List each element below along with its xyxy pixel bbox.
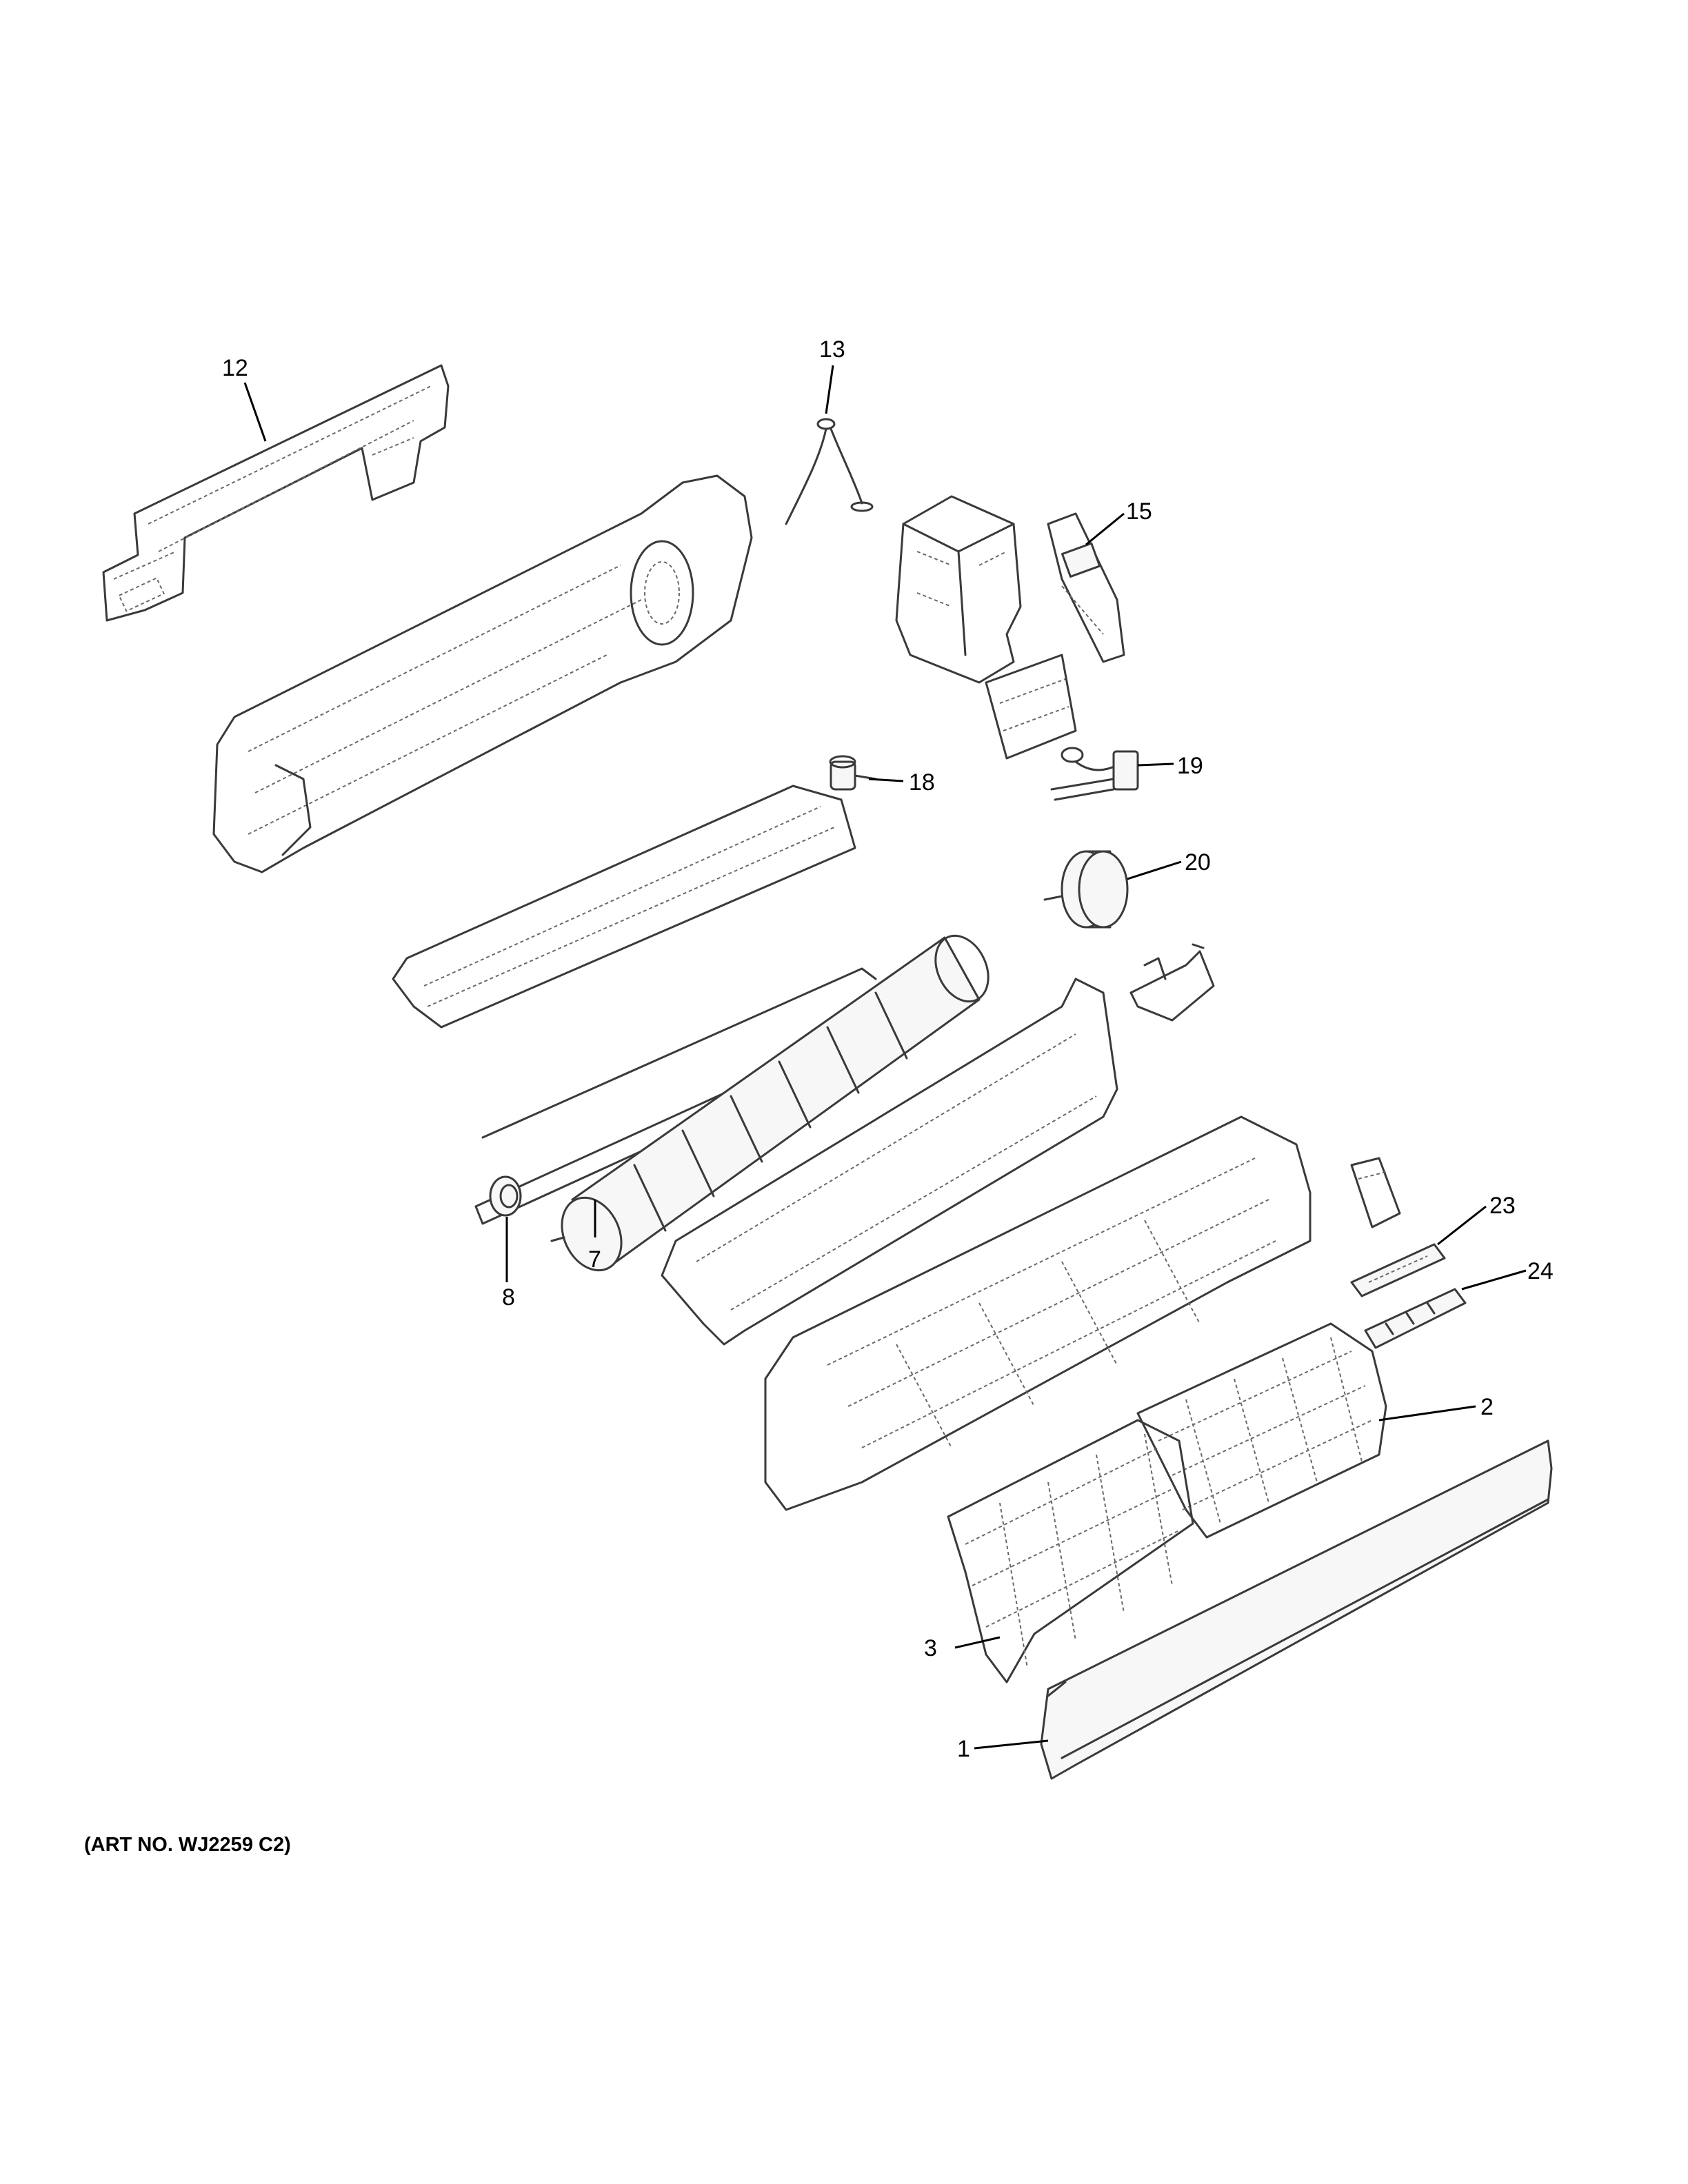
callout-19: 19 bbox=[1177, 753, 1203, 779]
part-13-thermistor bbox=[785, 418, 874, 525]
part-19-wire-harness bbox=[1050, 747, 1139, 801]
part-front-frame bbox=[764, 1115, 1312, 1511]
art-number: (ART NO. WJ2259 C2) bbox=[84, 1834, 291, 1856]
leader-lines bbox=[243, 365, 1527, 1750]
part-18-stepper-motor bbox=[829, 755, 877, 791]
callout-20: 20 bbox=[1185, 849, 1211, 876]
part-back-chassis bbox=[212, 474, 753, 873]
callout-2: 2 bbox=[1480, 1394, 1494, 1420]
callout-labels: 12 13 15 18 19 20 7 8 23 24 2 3 1 bbox=[222, 336, 1554, 1762]
part-drain-pan bbox=[661, 978, 1118, 1346]
part-15-pcb bbox=[1047, 512, 1125, 663]
part-7-blower-wheel bbox=[550, 934, 989, 1272]
part-2-air-filter-right bbox=[1136, 1322, 1387, 1539]
part-8-bearing bbox=[489, 1175, 522, 1217]
part-motor-bracket bbox=[1129, 943, 1215, 1022]
part-12-mounting-plate bbox=[102, 364, 450, 622]
callout-7: 7 bbox=[588, 1246, 601, 1273]
part-3-air-filter-left bbox=[947, 1419, 1194, 1684]
callout-15: 15 bbox=[1126, 498, 1152, 525]
callout-13: 13 bbox=[819, 336, 845, 363]
part-control-box bbox=[895, 495, 1077, 760]
callout-12: 12 bbox=[222, 355, 248, 381]
part-display-bracket bbox=[1350, 1157, 1401, 1228]
part-24-display-cover bbox=[1364, 1288, 1467, 1349]
callout-1: 1 bbox=[957, 1736, 970, 1762]
part-20-fan-motor bbox=[1043, 850, 1129, 929]
part-1-front-panel bbox=[1040, 1439, 1553, 1780]
callout-8: 8 bbox=[502, 1284, 515, 1311]
part-23-display-board bbox=[1350, 1243, 1446, 1297]
callout-23: 23 bbox=[1489, 1193, 1516, 1219]
callout-18: 18 bbox=[909, 769, 935, 796]
callout-24: 24 bbox=[1527, 1258, 1554, 1284]
callout-3: 3 bbox=[924, 1635, 937, 1661]
